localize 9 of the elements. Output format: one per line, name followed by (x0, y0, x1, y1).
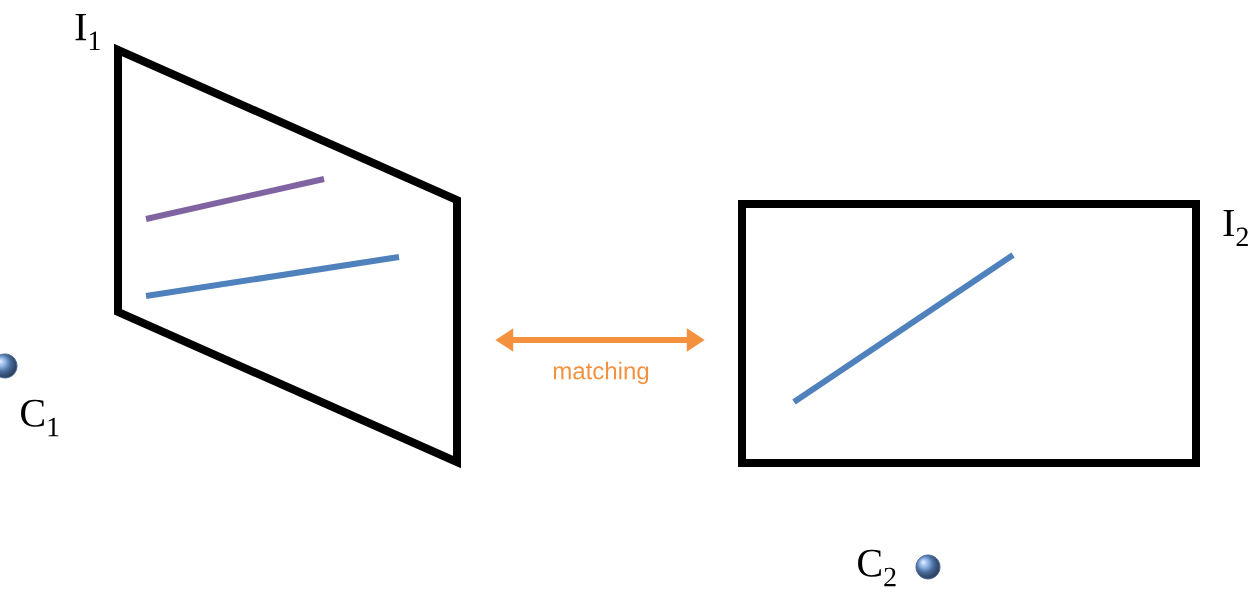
node-label: I$_{2}$ (1223, 209, 1248, 247)
image-plane: I$_{1}$ (75, 13, 461, 469)
edge-label: matching (553, 361, 649, 385)
camera-label: C$_{2}$ (858, 549, 896, 587)
image-plane: I$_{2}$ (738, 200, 1248, 467)
node-label: I$_{1}$ (75, 13, 100, 51)
camera-label: C$_{1}$ (21, 399, 59, 437)
camera-center (0, 353, 18, 379)
camera-center (915, 554, 941, 580)
